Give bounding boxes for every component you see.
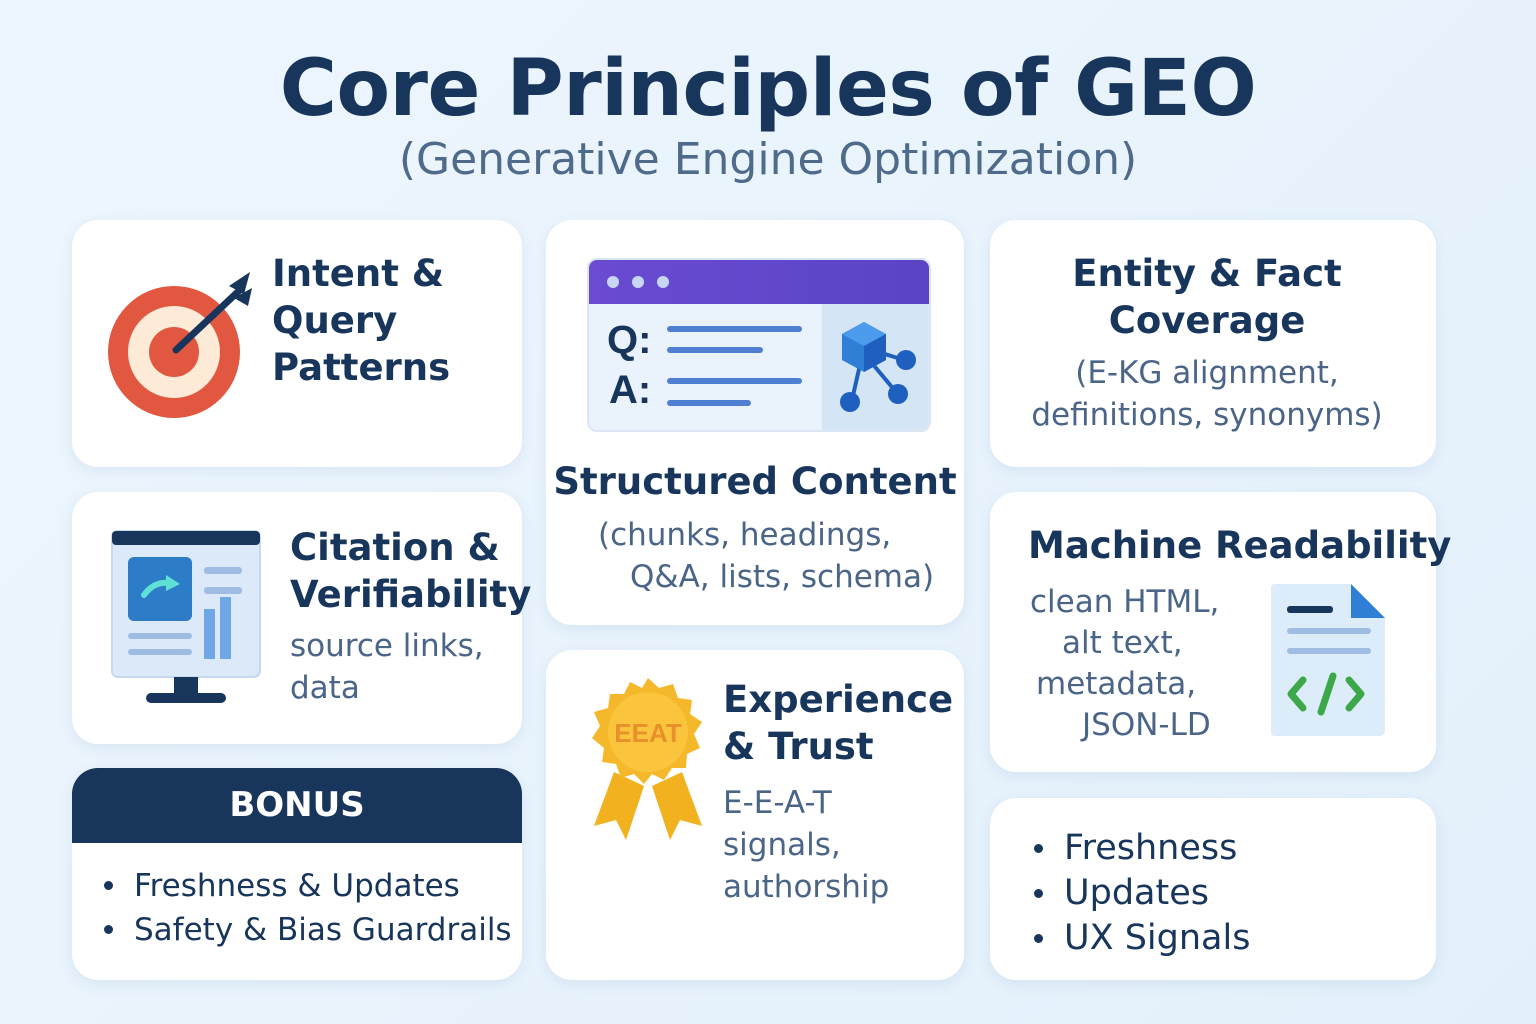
page-title: Core Principles of GEO [279, 44, 1257, 134]
signals-list: Freshness Updates UX Signals [1032, 826, 1250, 961]
citation-title: Citation & Verifiability [290, 526, 532, 616]
window-titlebar [589, 260, 929, 304]
list-item: Safety & Bias Guardrails [102, 908, 512, 952]
a-label: A: [609, 368, 652, 412]
card-structured-content: Q: A: Structured Content (chunks, headin… [546, 220, 964, 625]
target-arrow-icon [108, 272, 252, 418]
svg-text:EEAT: EEAT [614, 718, 682, 748]
card-entity-fact: Entity & Fact Coverage (E-KG alignment, … [990, 220, 1436, 467]
entity-title: Entity & Fact Coverage [1072, 252, 1342, 342]
citation-description: source links, data [290, 628, 484, 706]
structured-description: (chunks, headings, Q&A, lists, schema) [598, 517, 935, 595]
experience-description: E-E-A-T signals, authorship [723, 785, 890, 905]
list-item: UX Signals [1032, 916, 1250, 961]
qa-window-icon: Q: A: [587, 258, 931, 432]
entity-description: (E-KG alignment, definitions, synonyms) [1031, 355, 1383, 433]
code-document-icon [1271, 584, 1385, 736]
structured-title: Structured Content [553, 460, 957, 503]
eeat-badge-icon: EEAT [592, 678, 702, 840]
card-bonus: BONUS Freshness & Updates Safety & Bias … [72, 768, 522, 980]
q-label: Q: [607, 318, 652, 362]
entity-graph-panel [822, 304, 929, 430]
card-intent-query: Intent & Query Patterns [72, 220, 522, 467]
machine-description: clean HTML, alt text, metadata, JSON-LD [1030, 584, 1220, 743]
card-experience-trust: EEAT Experience & Trust E-E-A-T signals,… [546, 650, 964, 980]
list-item: Freshness [1032, 826, 1250, 871]
list-item: Updates [1032, 871, 1250, 916]
monitor-report-icon [111, 530, 261, 703]
card-machine-readability: Machine Readability clean HTML, alt text… [990, 492, 1451, 772]
card-extra-signals: Freshness Updates UX Signals [990, 798, 1436, 980]
card-citation: Citation & Verifiability source links, d… [72, 492, 531, 744]
intent-title: Intent & Query Patterns [272, 252, 451, 389]
list-item: Freshness & Updates [102, 864, 512, 908]
page-subtitle: (Generative Engine Optimization) [398, 134, 1138, 185]
bonus-header: BONUS [72, 768, 522, 843]
bonus-list: Freshness & Updates Safety & Bias Guardr… [102, 864, 512, 952]
machine-title: Machine Readability [1028, 524, 1452, 567]
experience-title: Experience & Trust [723, 678, 954, 768]
